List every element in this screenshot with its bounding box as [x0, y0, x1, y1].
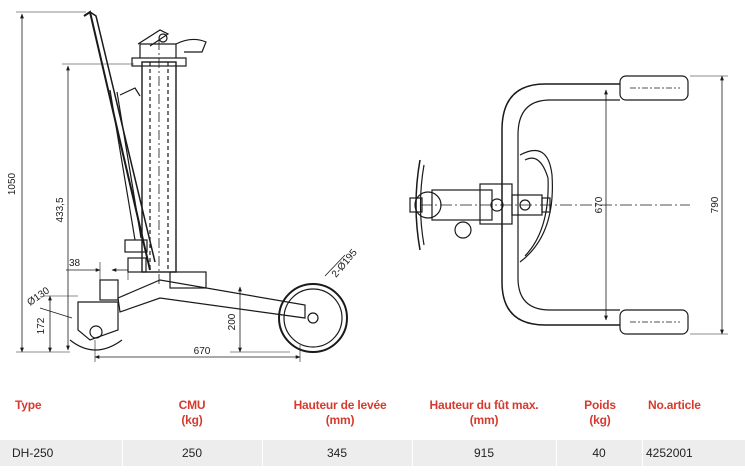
cell-drum-height: 915	[473, 446, 495, 460]
header-article-number: No.article	[648, 398, 701, 412]
dim-castor-diameter: Ø130	[25, 285, 52, 308]
side-view	[69, 10, 348, 353]
dim-top-overall: 790	[710, 196, 721, 213]
side-dimensions	[16, 11, 346, 362]
header-drum-height: Hauteur du fût max.(mm)	[429, 398, 539, 427]
dim-top-width: 670	[594, 196, 605, 213]
cell-cmu: 250	[181, 446, 203, 460]
top-dimensions	[604, 75, 728, 335]
top-view	[409, 75, 690, 335]
column-divider	[262, 440, 263, 466]
header-type: Type	[15, 398, 42, 412]
column-divider	[122, 440, 123, 466]
column-divider	[412, 440, 413, 466]
spec-table: Type CMU(kg) Hauteur de levée(mm) Hauteu…	[0, 390, 745, 473]
dim-base-length: 670	[194, 346, 211, 357]
dim-overall-height: 1050	[7, 172, 18, 195]
column-divider	[642, 440, 643, 466]
table-row: DH-250 250 345 915 40 4252001	[0, 440, 745, 466]
technical-drawing: 1050 433,5 38 Ø130 172 2-Ø195 200 670	[7, 10, 728, 362]
cell-article-number: 4252001	[646, 446, 693, 460]
side-dimension-labels: 1050 433,5 38 Ø130 172 2-Ø195 200 670	[7, 172, 360, 357]
cell-type: DH-250	[12, 446, 54, 460]
cell-lift-height: 345	[326, 446, 348, 460]
header-lift-height: Hauteur de levée(mm)	[293, 398, 387, 427]
dim-offset: 38	[69, 258, 81, 269]
dim-castor-height: 172	[36, 317, 47, 334]
dim-wheel-diameter: 2-Ø195	[330, 247, 360, 280]
dim-lift-height: 200	[227, 313, 238, 330]
header-weight: Poids(kg)	[584, 398, 616, 427]
column-divider	[556, 440, 557, 466]
dim-column-height: 433,5	[55, 197, 66, 222]
header-cmu: CMU(kg)	[178, 398, 206, 427]
top-dimension-labels: 670 790	[594, 196, 721, 213]
cell-weight: 40	[592, 446, 606, 460]
